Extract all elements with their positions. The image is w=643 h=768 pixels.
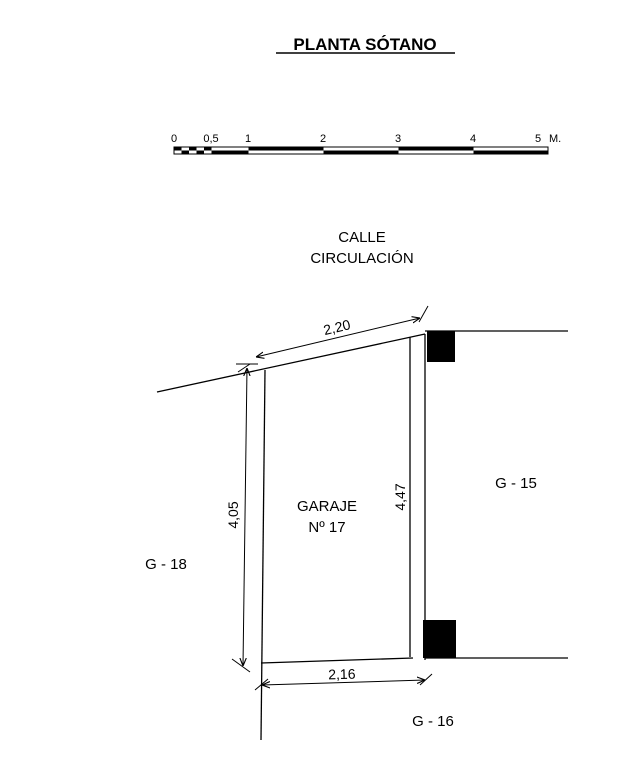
scale-tick-4: 4 <box>470 133 476 145</box>
scale-tick-5: 5 <box>535 133 541 145</box>
column-top <box>427 331 455 362</box>
garage-label-line1: GARAJE <box>297 498 357 515</box>
street-label-line2: CIRCULACIÓN <box>310 250 413 267</box>
svg-text:4,05: 4,05 <box>225 501 241 528</box>
scale-tick-0-5: 0,5 <box>203 133 218 145</box>
svg-text:4,47: 4,47 <box>392 483 408 510</box>
scale-tick-1: 1 <box>245 133 251 145</box>
scale-tick-2: 2 <box>320 133 326 145</box>
neighbor-label-east: G - 15 <box>495 475 537 492</box>
column-bottom <box>423 620 456 658</box>
dimension-top: 2,20 <box>237 305 429 373</box>
garage-label-line2: Nº 17 <box>308 519 345 536</box>
garage-outline <box>156 330 568 741</box>
dimension-bottom: 2,16 <box>254 666 433 691</box>
scale-tick-0: 0 <box>171 133 177 145</box>
scale-unit: M. <box>549 133 561 145</box>
neighbor-label-west: G - 18 <box>145 556 187 573</box>
scale-tick-3: 3 <box>395 133 401 145</box>
svg-text:2,16: 2,16 <box>328 666 356 683</box>
svg-text:2,20: 2,20 <box>322 316 352 338</box>
dimension-left: 4,05 <box>225 363 258 673</box>
neighbor-label-south: G - 16 <box>412 713 454 730</box>
plan-title: PLANTA SÓTANO <box>293 35 436 54</box>
dimension-right: 4,47 <box>392 483 408 510</box>
scale-bar: 0 0,5 1 2 3 4 5 M. <box>171 133 561 155</box>
street-label-line1: CALLE <box>338 229 386 246</box>
